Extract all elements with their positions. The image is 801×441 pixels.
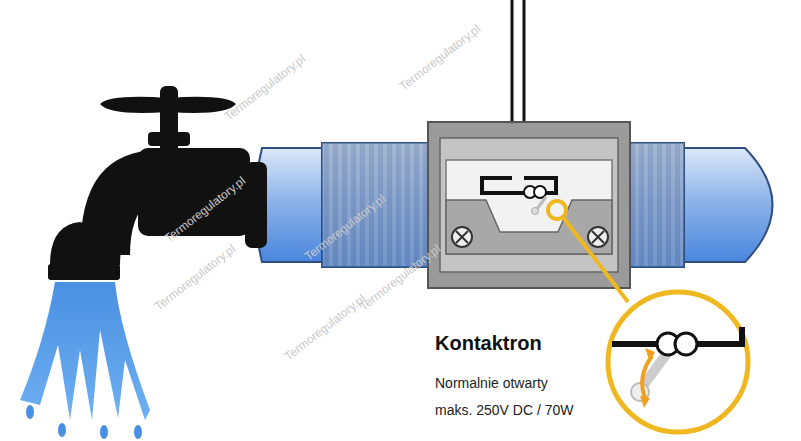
switch-type: Normalnie otwarty — [435, 375, 548, 391]
watermark: Termoregulatory.pl — [160, 171, 249, 246]
part-name: Kontaktron — [435, 332, 542, 354]
label-box: Kontaktron — [435, 332, 542, 355]
watermark: Termoregulatory.pl — [150, 239, 239, 314]
label-box: Normalnie otwarty — [435, 374, 548, 392]
watermark: Termoregulatory.pl — [355, 239, 444, 314]
watermark: Termoregulatory.pl — [220, 49, 309, 124]
watermark-text: Termoregulatory.pl — [162, 174, 248, 246]
watermark: Termoregulatory.pl — [300, 189, 389, 264]
water-stream — [20, 282, 150, 439]
watermark-text: Termoregulatory.pl — [152, 242, 238, 314]
inlet-pipe — [245, 143, 430, 267]
watermark-text: Termoregulatory.pl — [397, 22, 483, 94]
watermark-text: Termoregulatory.pl — [222, 52, 308, 124]
watermark-text: Termoregulatory.pl — [302, 192, 388, 264]
label-box: maks. 250V DC / 70W — [435, 401, 574, 419]
watermark-text: Termoregulatory.pl — [282, 292, 368, 364]
watermark-text: Termoregulatory.pl — [357, 242, 443, 314]
reed-callout — [548, 201, 748, 432]
outlet-pipe — [628, 143, 773, 267]
watermark: Termoregulatory.pl — [280, 289, 369, 364]
watermark: Termoregulatory.pl — [395, 19, 484, 94]
switch-rating: maks. 250V DC / 70W — [435, 402, 574, 418]
